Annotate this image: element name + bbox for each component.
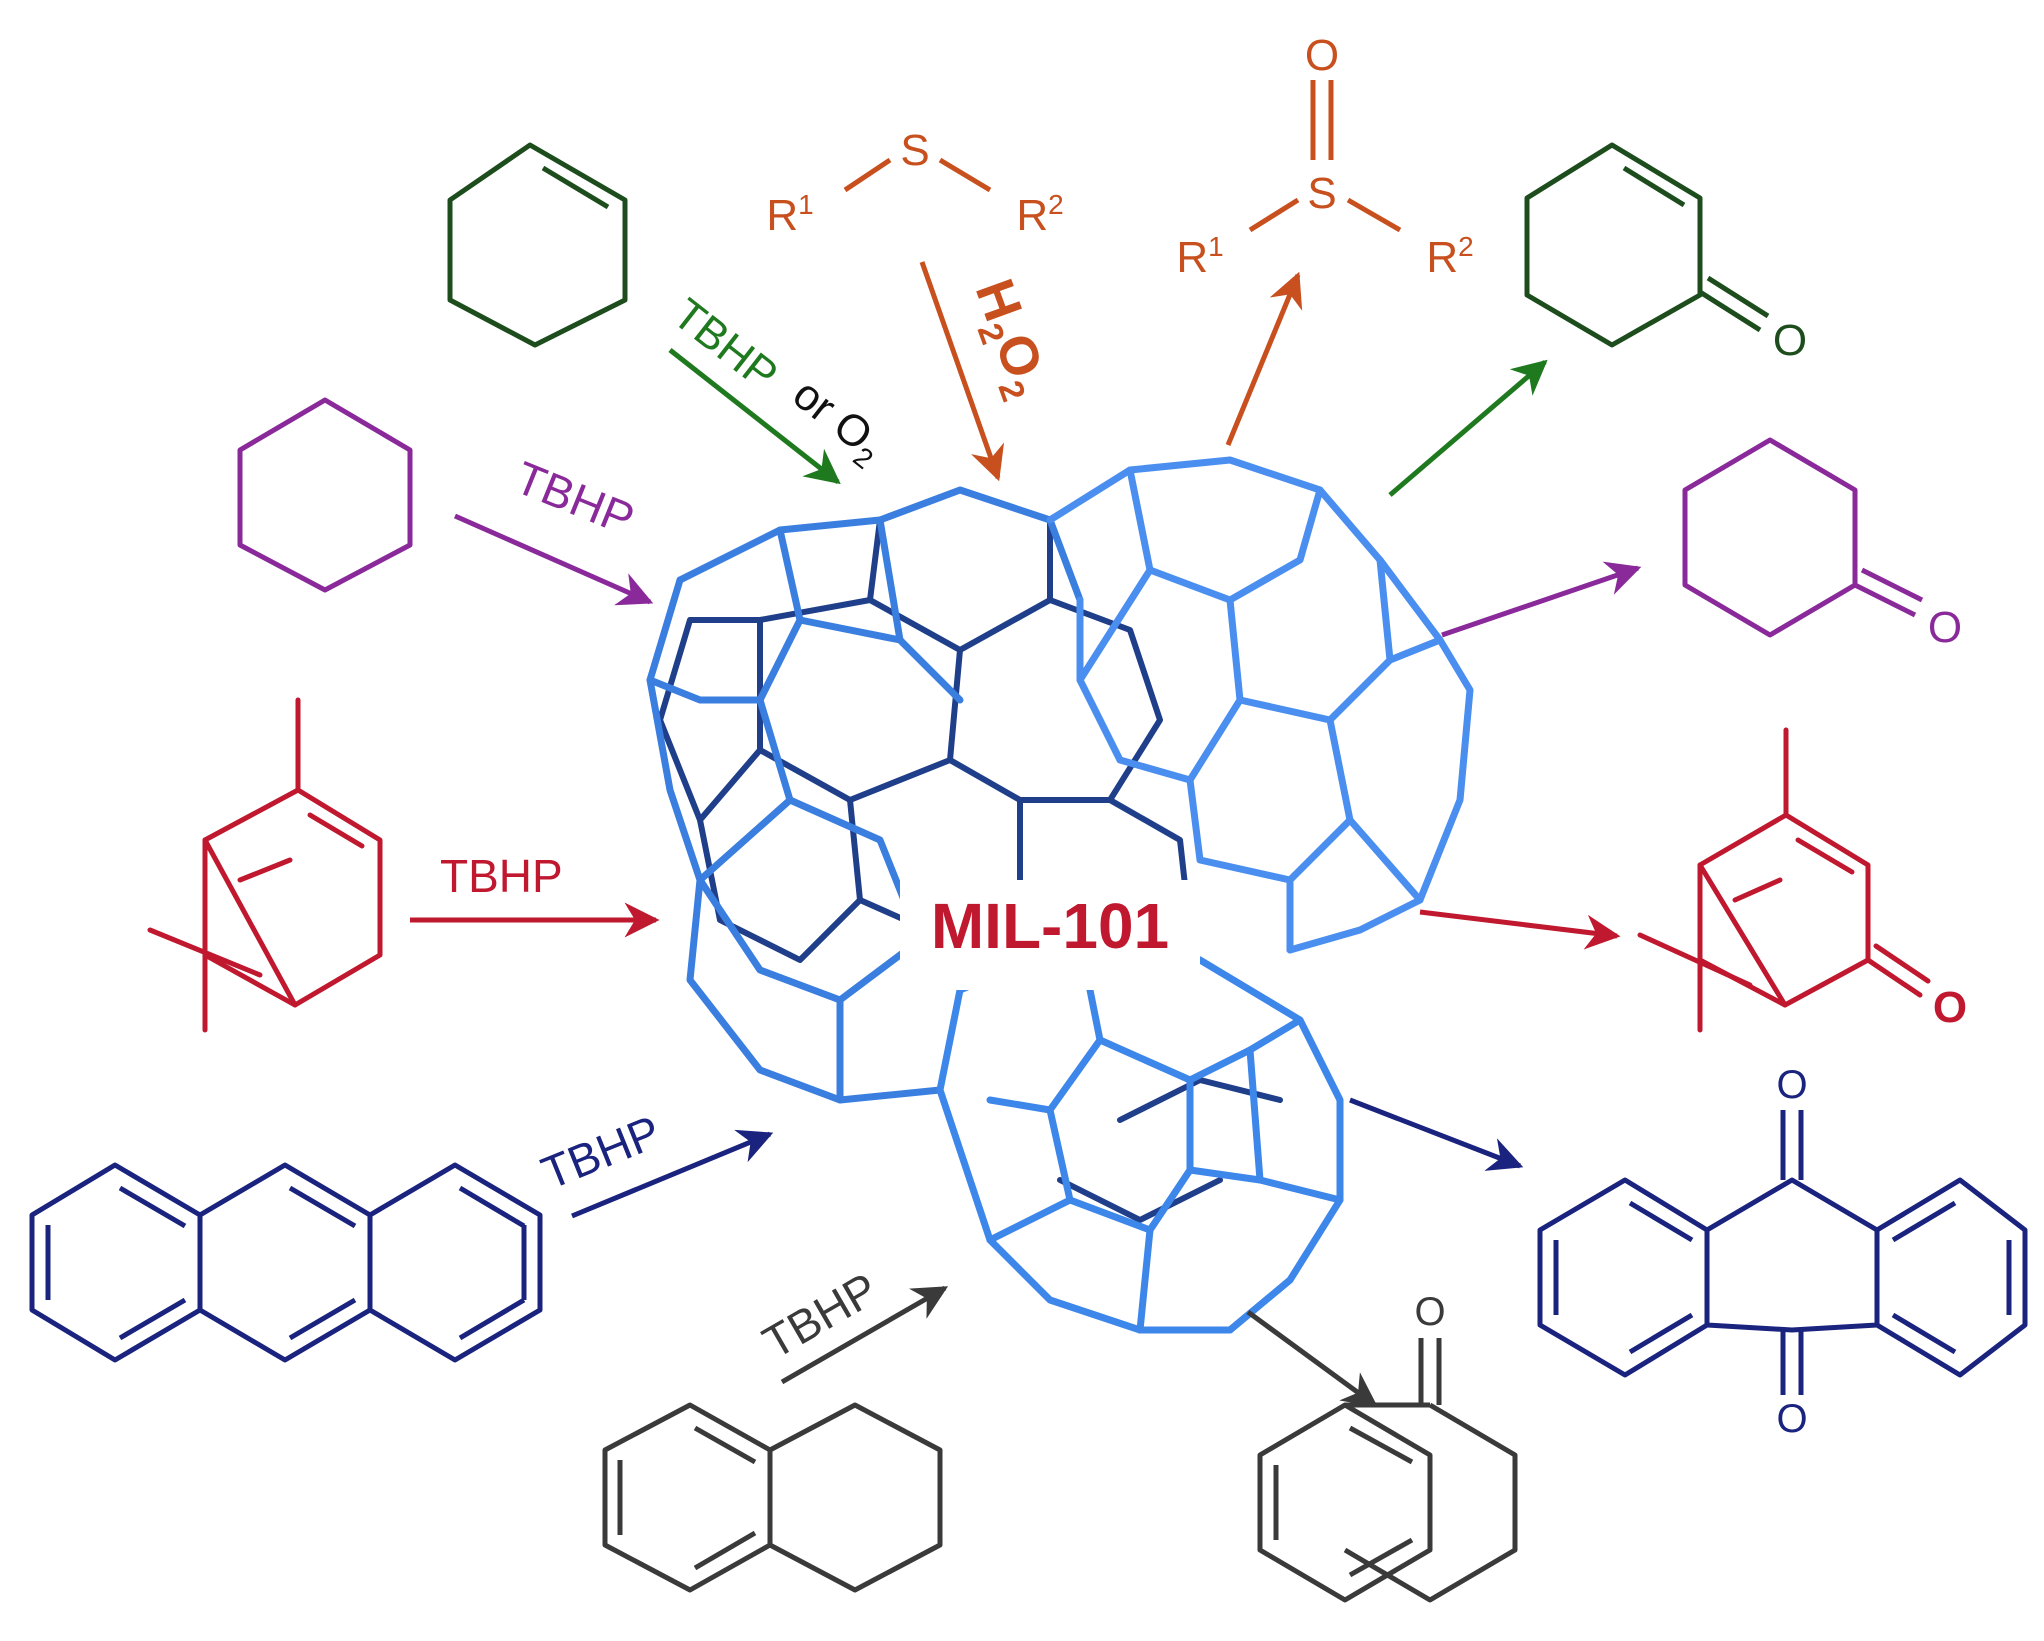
arrow-verbenone-out [1419,909,1621,950]
reagent-purple-tbhp: TBHP [508,451,641,545]
reagent-green-or-o2: or O2 [780,369,894,475]
reaction-arrows [410,261,1642,1408]
tetralin-structure [602,1402,943,1593]
framework-cage-upper-right [1046,456,1474,954]
arrow-cyclohexene-in [668,348,841,485]
arrow-tetralin-in [780,1285,949,1385]
reagent-h2o2: H2O2 [956,272,1061,407]
arrow-anthraquinone-out [1349,1097,1524,1171]
arrow-cyclohexanone-out [1441,561,1642,638]
cyclohexenone-o-atom: O [1773,316,1807,365]
arrow-tetralone-out [1246,1309,1378,1408]
sulfide-r1: R1 [766,189,813,240]
arrow-sulfoxide-out [1225,271,1303,446]
reagent-gray-tbhp: TBHP [754,1262,886,1368]
tetralone-structure: O [1257,1290,1518,1603]
mil-101-label: MIL-101 [931,890,1169,962]
reagent-green-tbhp: TBHP [664,289,787,400]
cyclohexane-structure [237,397,413,593]
reagent-red-tbhp: TBHP [440,850,563,902]
framework-label-window [900,880,1200,990]
framework-cage-bottom [936,936,1344,1334]
arrow-anthracene-in [571,1129,774,1219]
sulfoxide-s-atom: S [1307,169,1336,218]
sulfoxide-structure: O S R1 R2 [1176,31,1473,282]
alpha-pinene-structure [147,697,383,1033]
sulfide-structure: S R1 R2 [766,126,1063,240]
arrow-cyclohexane-in [453,513,654,606]
verbenone-structure: O [1637,727,1967,1033]
framework-cage-upper-left [646,486,1084,1104]
arrow-sulfide-in [919,261,1005,482]
sulfoxide-r2: R2 [1426,231,1473,282]
anthraquinone-o-top: O [1776,1063,1807,1107]
anthraquinone-o-bottom: O [1776,1397,1807,1441]
arrow-cyclohexenone-out [1388,359,1548,497]
cyclohexene-structure [447,142,628,348]
anthraquinone-structure: O O [1537,1063,2028,1441]
sulfoxide-o-atom: O [1305,31,1339,80]
reagent-labels: TBHP or O2 H2O2 TBHP TBHP TBHP TBHP [440,272,1061,1369]
tetralone-o-atom: O [1414,1290,1445,1334]
sulfoxide-r1: R1 [1176,231,1223,282]
verbenone-o-atom: O [1933,983,1967,1032]
anthracene-structure [29,1162,543,1363]
sulfide-s-atom: S [900,126,929,175]
cyclohexanone-o-atom: O [1928,603,1962,652]
mil-101-framework [646,456,1474,1334]
sulfide-r2: R2 [1016,189,1063,240]
cyclohexanone-structure: O [1682,437,1962,652]
cyclohexenone-structure: O [1524,142,1807,365]
